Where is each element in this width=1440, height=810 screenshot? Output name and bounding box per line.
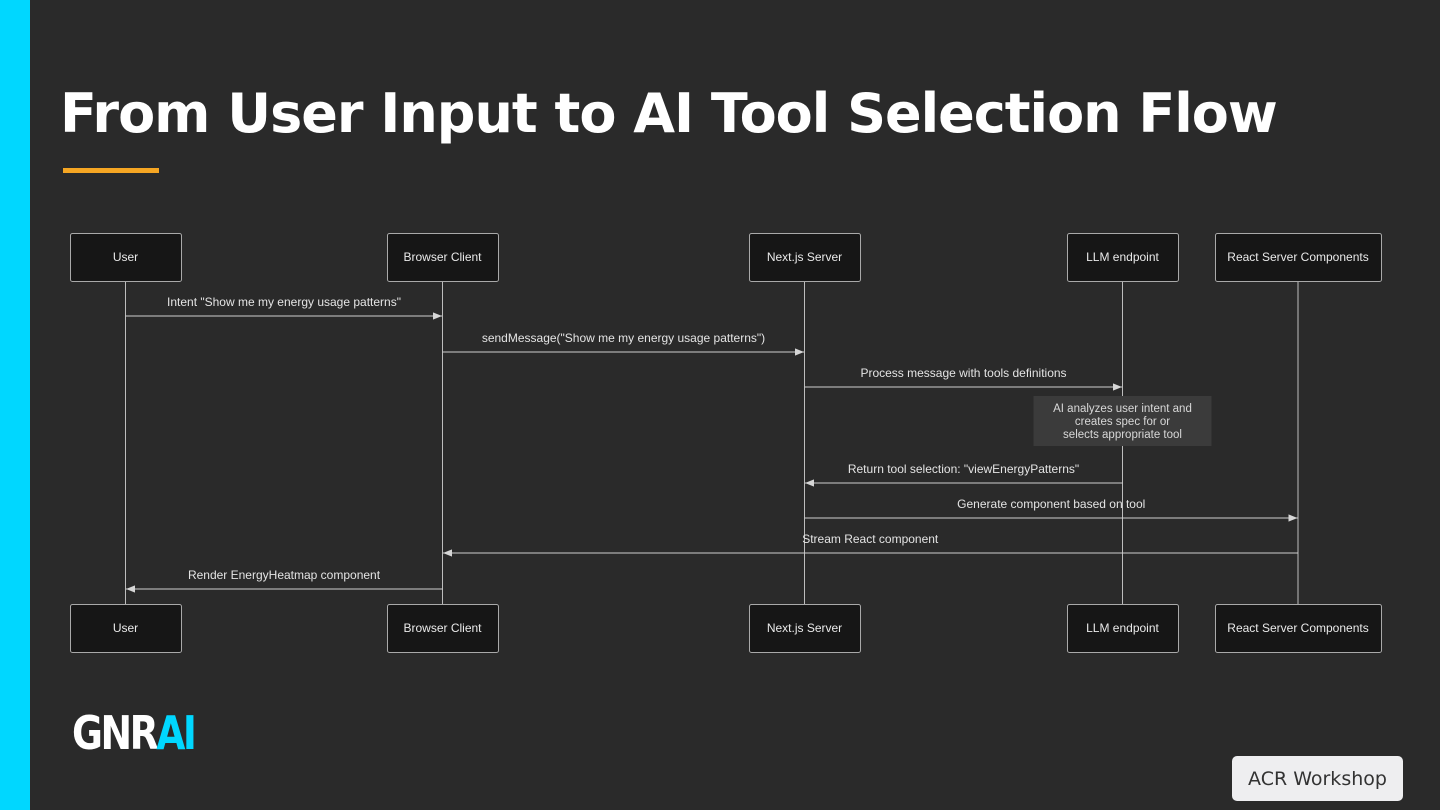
message-label: sendMessage("Show me my energy usage pat… — [482, 331, 765, 345]
note-line: selects appropriate tool — [1063, 429, 1182, 441]
participant-box — [1067, 604, 1179, 653]
participant-top-nextjs: Next.js Server — [749, 233, 861, 282]
participant-box — [70, 604, 182, 653]
participant-box — [70, 233, 182, 282]
title-underline — [63, 168, 159, 173]
message-label: Return tool selection: "viewEnergyPatter… — [848, 462, 1079, 476]
participant-label: React Server Components — [1227, 621, 1368, 635]
message-6: Stream React component — [443, 532, 1298, 557]
participant-label: User — [113, 621, 138, 635]
participant-top-browser: Browser Client — [387, 233, 499, 282]
participant-top-user: User — [70, 233, 182, 282]
participant-box — [749, 604, 861, 653]
message-1: Intent "Show me my energy usage patterns… — [125, 295, 442, 320]
note-box — [1033, 396, 1212, 446]
message-5: Generate component based on tool — [804, 497, 1298, 522]
gnrai-logo: GNRAI — [72, 706, 197, 760]
workshop-badge: ACR Workshop — [1232, 756, 1403, 801]
participant-box — [1067, 233, 1179, 282]
participant-box — [1215, 604, 1382, 653]
note-line: AI analyzes user intent and — [1053, 403, 1192, 415]
participant-label: LLM endpoint — [1086, 621, 1159, 635]
participant-top-rsc: React Server Components — [1215, 233, 1382, 282]
accent-bar — [0, 0, 30, 810]
participant-label: Browser Client — [403, 621, 482, 635]
message-label: Stream React component — [802, 532, 939, 546]
note-line: creates spec for or — [1075, 416, 1170, 428]
participant-box — [1215, 233, 1382, 282]
participant-box — [387, 604, 499, 653]
message-7: Render EnergyHeatmap component — [126, 568, 443, 593]
participant-bottom-user: User — [70, 604, 182, 653]
message-4: Return tool selection: "viewEnergyPatter… — [805, 462, 1123, 487]
logo-left: GNR — [72, 706, 159, 760]
slide-title: From User Input to AI Tool Selection Flo… — [60, 82, 1278, 145]
logo-right: AI — [156, 706, 197, 760]
message-label: Intent "Show me my energy usage patterns… — [167, 295, 401, 309]
message-label: Render EnergyHeatmap component — [188, 568, 381, 582]
participant-bottom-rsc: React Server Components — [1215, 604, 1382, 653]
message-3: Process message with tools definitions — [804, 366, 1122, 391]
participant-label: Next.js Server — [767, 621, 842, 635]
participant-label: User — [113, 250, 138, 264]
participant-bottom-browser: Browser Client — [387, 604, 499, 653]
message-2: sendMessage("Show me my energy usage pat… — [442, 331, 804, 356]
participant-label: Next.js Server — [767, 250, 842, 264]
participant-label: React Server Components — [1227, 250, 1368, 264]
participant-bottom-nextjs: Next.js Server — [749, 604, 861, 653]
participant-box — [749, 233, 861, 282]
participant-top-llm: LLM endpoint — [1067, 233, 1179, 282]
participant-box — [387, 233, 499, 282]
participant-bottom-llm: LLM endpoint — [1067, 604, 1179, 653]
participant-label: LLM endpoint — [1086, 250, 1159, 264]
message-label: Generate component based on tool — [957, 497, 1145, 511]
participant-label: Browser Client — [403, 250, 482, 264]
message-label: Process message with tools definitions — [860, 366, 1066, 380]
